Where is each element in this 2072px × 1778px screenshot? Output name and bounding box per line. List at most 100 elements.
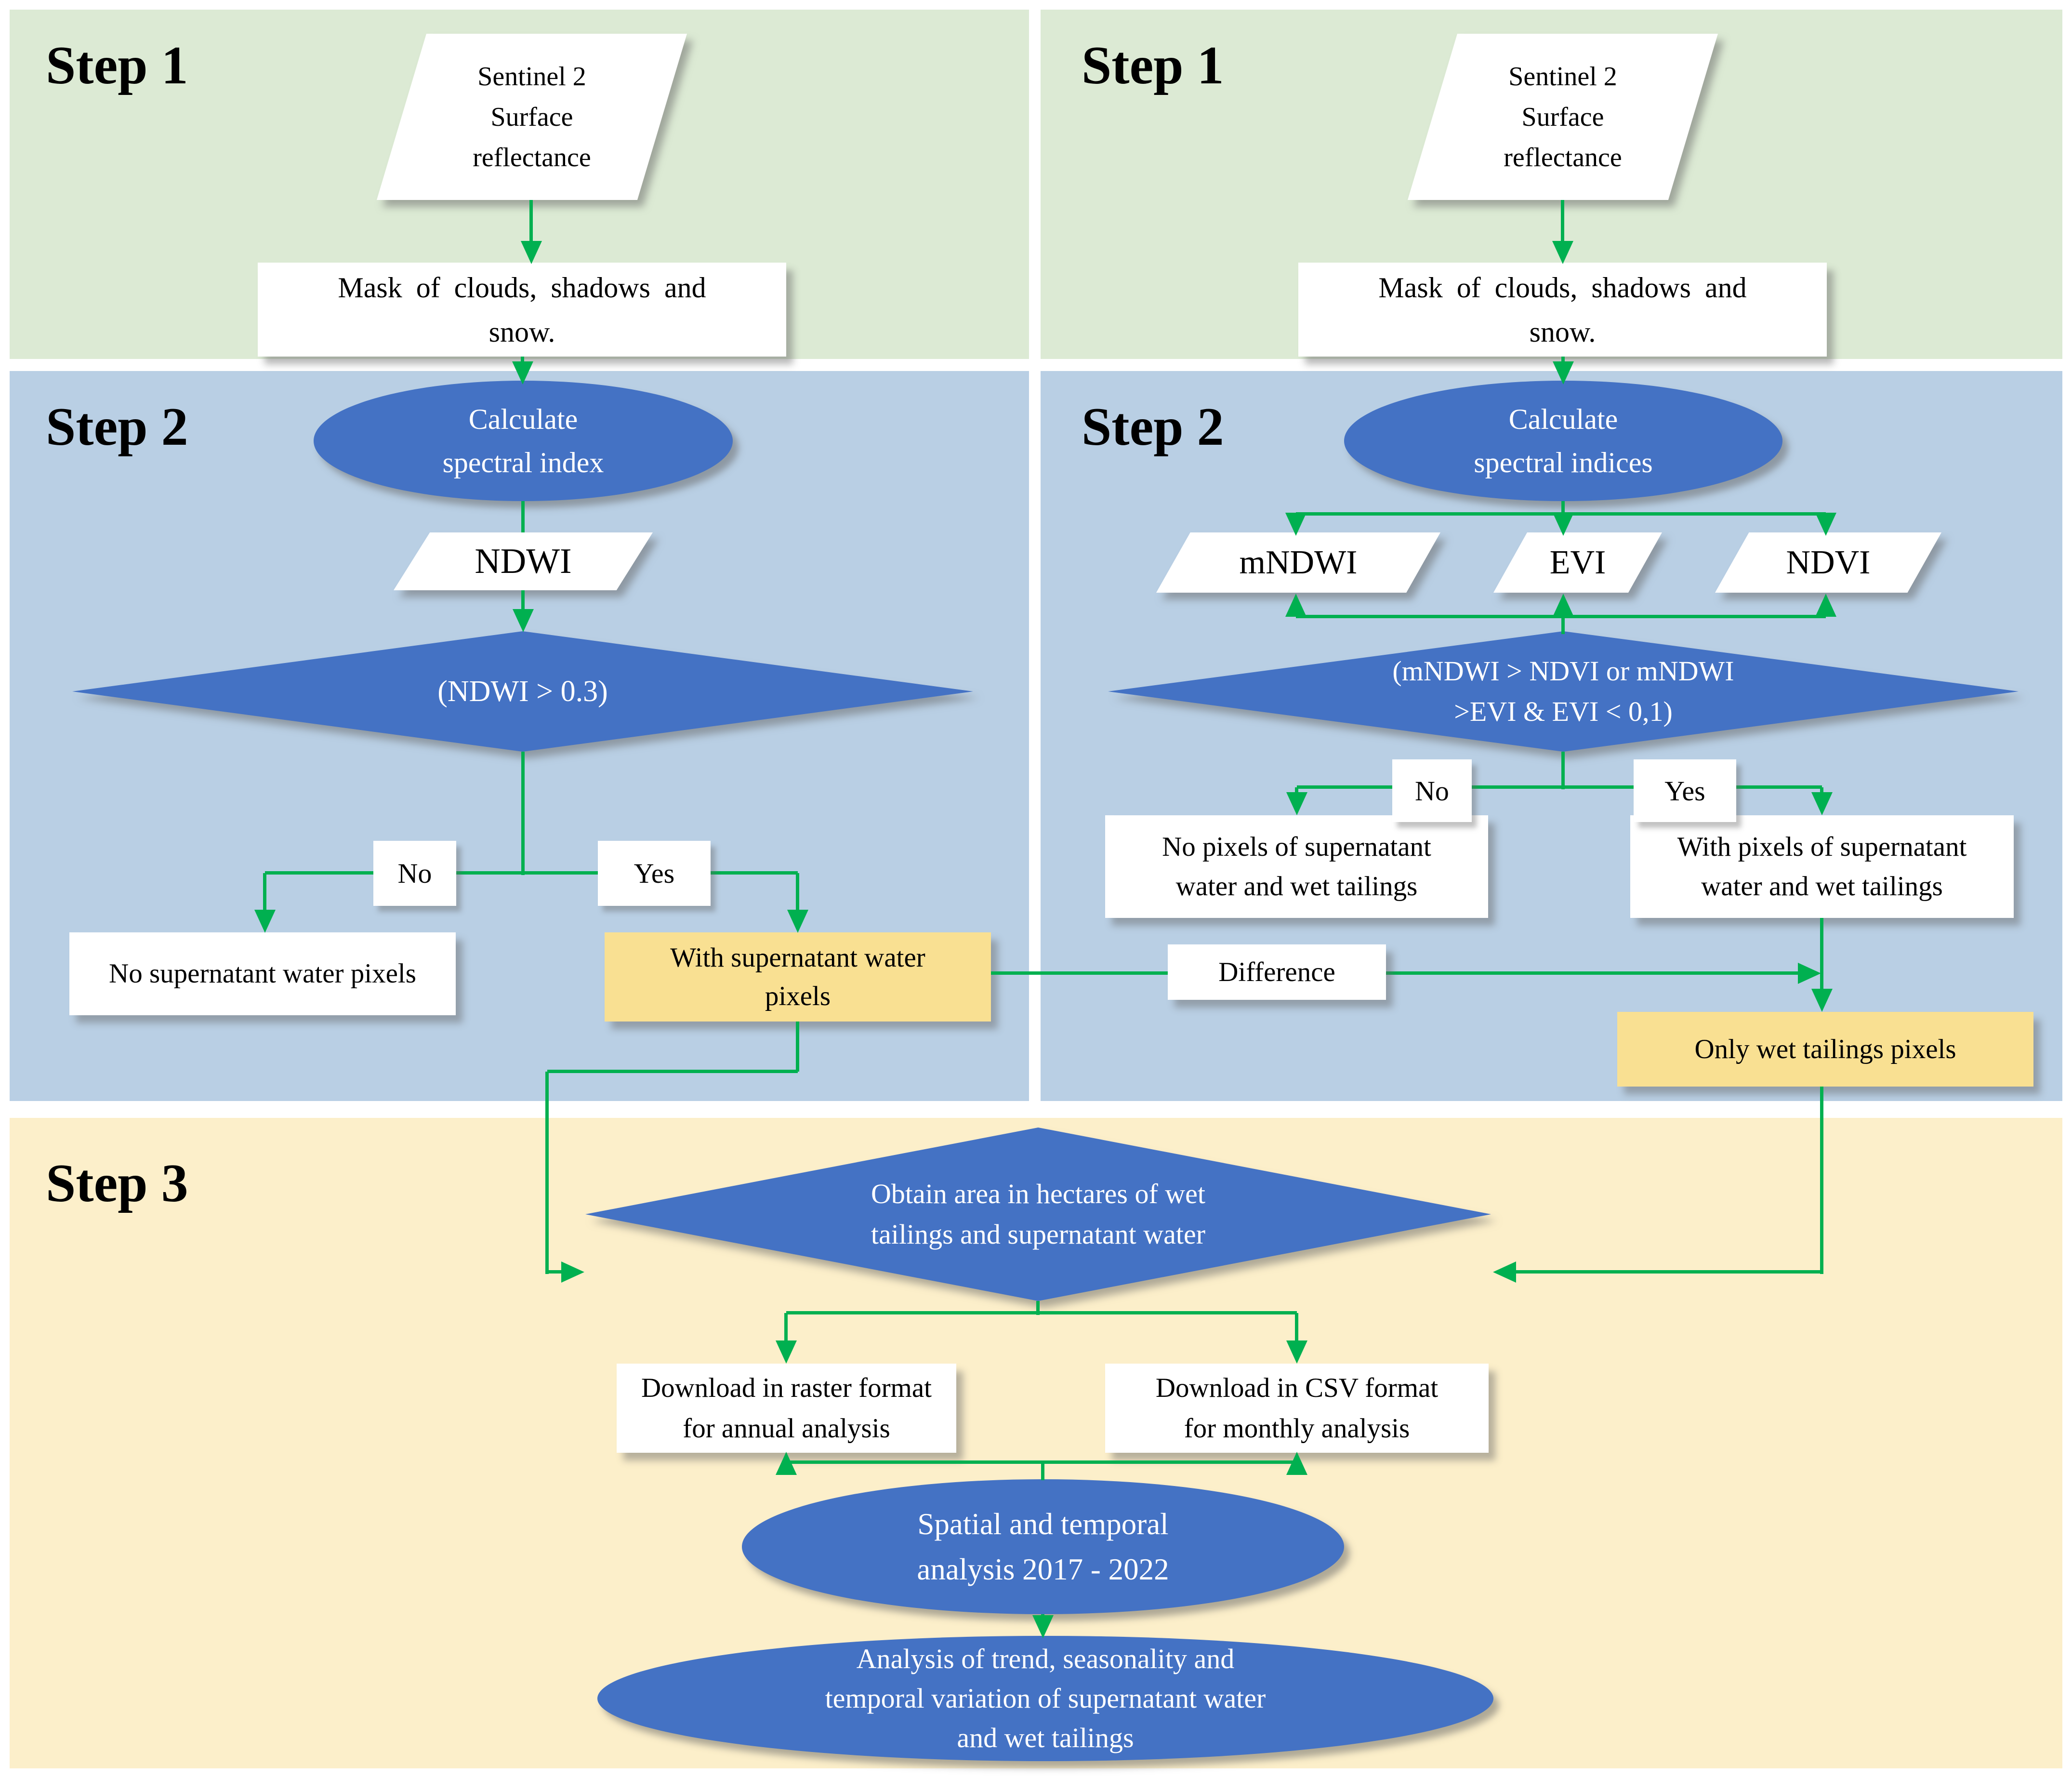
arrowhead [787,910,808,933]
arrowhead [512,361,533,385]
wet-tailings-box: Only wet tailings pixels [1617,1012,2033,1087]
result-box-no-pixels: No pixels of supernatant water and wet t… [1105,815,1488,918]
arrowhead [1553,513,1574,536]
step3-heading: Step 3 [46,1154,188,1213]
flow-connector [547,1070,798,1073]
trend-analysis-label: Analysis of trend, seasonality and tempo… [825,1643,1266,1753]
decision-diamond-left: (NDWI > 0.3) [72,631,973,752]
mask-label: Mask of clouds, shadows and snow. [1378,271,1747,348]
flow-connector [521,752,525,875]
flow-connector [547,1270,564,1274]
flow-connector [1561,357,1565,365]
step2-heading-right: Step 2 [1082,397,1224,457]
arrowhead [561,1261,584,1283]
step2-heading-left: Step 2 [46,397,188,457]
flow-connector [521,590,525,610]
step1-heading-right: Step 1 [1082,36,1224,95]
calculate-ellipse-left: Calculate spectral index [314,381,733,501]
flow-connector [796,1022,799,1072]
decision-label: (mNDWI > NDVI or mNDWI >EVI & EVI < 0,1) [1392,655,1734,727]
flow-connector [1561,200,1564,241]
arrowhead [1286,1452,1307,1475]
arrowhead [513,609,534,632]
flow-connector [521,357,524,365]
arrowhead [1493,1261,1516,1283]
result-box-with-water: With supernatant water pixels [605,932,991,1022]
flow-connector [1515,1270,1822,1274]
spatial-analysis-label: Spatial and temporal analysis 2017 - 202… [917,1507,1169,1586]
trend-analysis-ellipse: Analysis of trend, seasonality and tempo… [597,1636,1493,1761]
flow-connector [1561,617,1565,634]
branch-label-yes-left: Yes [598,841,711,906]
ndvi-label: NDVI [1786,544,1871,581]
arrowhead [1552,241,1573,264]
flow-connector [1295,787,1298,794]
csv-label: Download in CSV format for monthly analy… [1155,1372,1439,1444]
index-parallelogram-evi: EVI [1493,532,1662,593]
arrowhead [776,1452,797,1475]
mask-box-left: Mask of clouds, shadows and snow. [258,263,786,357]
difference-connector [991,971,1801,975]
mask-label: Mask of clouds, shadows and snow. [338,271,706,348]
arrowhead [1811,989,1833,1012]
ndwi-label: NDWI [475,541,572,581]
area-diamond: Obtain area in hectares of wet tailings … [585,1128,1491,1301]
branch-label-yes-right: Yes [1634,759,1736,822]
arrowhead [1032,1615,1054,1638]
wet-tailings-label: Only wet tailings pixels [1694,1034,1956,1064]
decision-label: (NDWI > 0.3) [437,675,608,708]
difference-label: Difference [1218,957,1335,987]
branch-label-no-right: No [1392,759,1472,822]
mndwi-label: mNDWI [1239,544,1358,581]
arrowhead [1285,594,1307,617]
arrowhead [1815,594,1836,617]
arrowhead [1286,792,1307,815]
flow-connector [545,1072,549,1274]
with-water-label: With supernatant water pixels [670,942,925,1011]
index-parallelogram-ndwi: NDWI [394,532,653,590]
with-pixels-label: With pixels of supernatant water and wet… [1677,831,1967,902]
flow-connector [796,873,799,911]
arrowhead [1553,594,1574,617]
flow-connector [521,501,525,532]
source-parallelogram-right: Sentinel 2 Surface reflectance [1408,34,1718,200]
source-label: Sentinel 2 Surface reflectance [473,61,591,172]
flow-connector [786,1460,1297,1464]
raster-label: Download in raster format for annual ana… [641,1372,932,1444]
no-pixels-label: No pixels of supernatant water and wet t… [1162,831,1431,902]
area-label: Obtain area in hectares of wet tailings … [871,1178,1206,1250]
yes-label: Yes [1664,775,1705,807]
arrowhead [254,910,276,933]
flow-connector [1820,973,1823,991]
flow-connector [1036,1301,1040,1315]
download-raster-box: Download in raster format for annual ana… [617,1364,956,1453]
arrowhead [1285,513,1307,536]
flow-connector [786,1311,1297,1314]
calculate-label: Calculate spectral index [442,403,604,478]
arrowhead [1553,361,1574,385]
arrowhead [776,1340,797,1364]
step1-heading-left: Step 1 [46,36,188,95]
flow-connector [1820,918,1823,973]
flow-connector [1561,501,1565,516]
mask-box-right: Mask of clouds, shadows and snow. [1298,263,1827,357]
arrowhead [1286,1340,1307,1364]
no-label: No [1415,775,1449,807]
spatial-analysis-ellipse: Spatial and temporal analysis 2017 - 202… [742,1479,1344,1614]
yes-label: Yes [633,858,675,889]
flow-connector [784,1313,788,1342]
result-box-with-pixels: With pixels of supernatant water and wet… [1630,815,2014,918]
branch-label-no-left: No [373,841,456,906]
download-csv-box: Download in CSV format for monthly analy… [1105,1364,1489,1453]
source-label: Sentinel 2 Surface reflectance [1504,61,1622,172]
flow-connector [1297,785,1822,789]
flow-connector [1820,1087,1823,1274]
flow-connector [1820,787,1823,794]
flow-connector [263,873,266,911]
flow-connector [265,871,798,875]
flow-connector [1295,1313,1298,1342]
source-parallelogram-left: Sentinel 2 Surface reflectance [377,34,687,200]
arrowhead [1798,963,1821,984]
flow-connector [1041,1460,1044,1480]
